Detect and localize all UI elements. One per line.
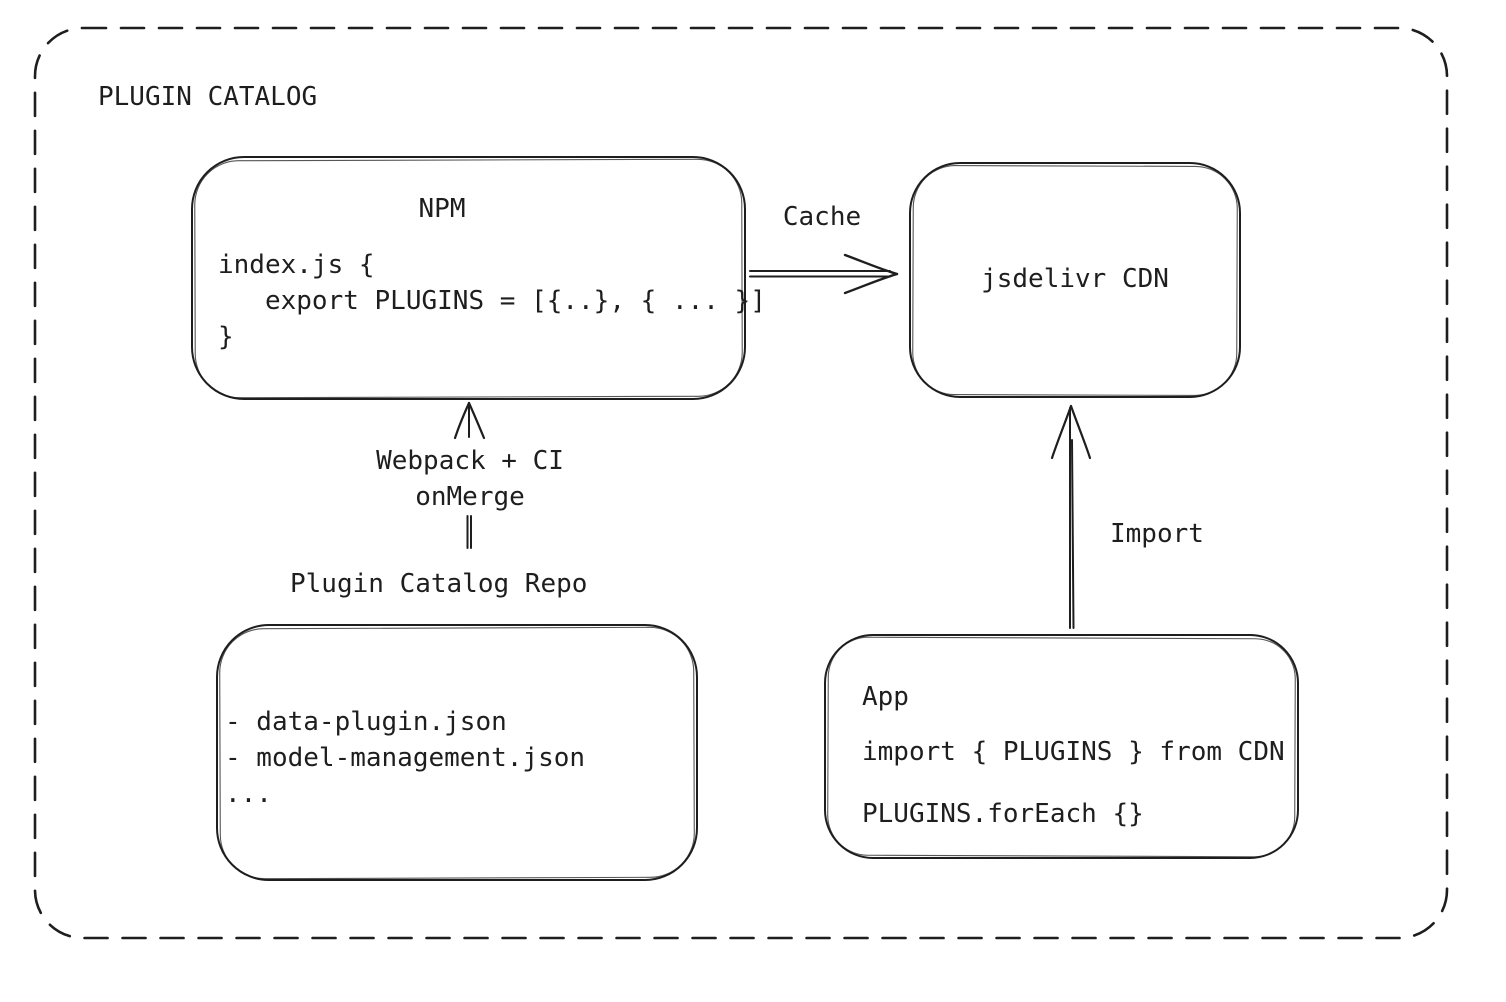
app-code-line: PLUGINS.forEach {}: [862, 799, 1144, 829]
npm-code-line: export PLUGINS = [{..}, { ... }]: [218, 286, 766, 316]
app-box: [824, 634, 1299, 859]
repo-item: - data-plugin.json: [225, 707, 507, 737]
repo-item: ...: [225, 779, 272, 809]
npm-box: [191, 156, 746, 400]
build-label-line1: Webpack + CI: [376, 446, 564, 476]
build-label-line2: onMerge: [415, 482, 525, 512]
app-title: App: [862, 682, 909, 712]
cdn-label: jsdelivr CDN: [981, 264, 1169, 294]
build-arrow: [453, 401, 486, 549]
cache-arrow-label: Cache: [782, 202, 862, 232]
npm-code-line: index.js {: [218, 250, 375, 280]
repo-box: [216, 624, 698, 881]
app-code-line: import { PLUGINS } from CDN: [862, 737, 1285, 767]
import-arrow-label: Import: [1110, 519, 1204, 549]
repo-label: Plugin Catalog Repo: [290, 569, 588, 599]
diagram-title: PLUGIN CATALOG: [98, 82, 318, 112]
cdn-box: [909, 162, 1241, 398]
plugin-catalog-boundary: [33, 26, 1449, 940]
import-arrow: [1050, 404, 1092, 629]
cache-arrow: [749, 253, 899, 295]
repo-item: - model-management.json: [225, 743, 586, 773]
npm-code-line: }: [218, 322, 234, 352]
npm-title: NPM: [418, 194, 466, 224]
